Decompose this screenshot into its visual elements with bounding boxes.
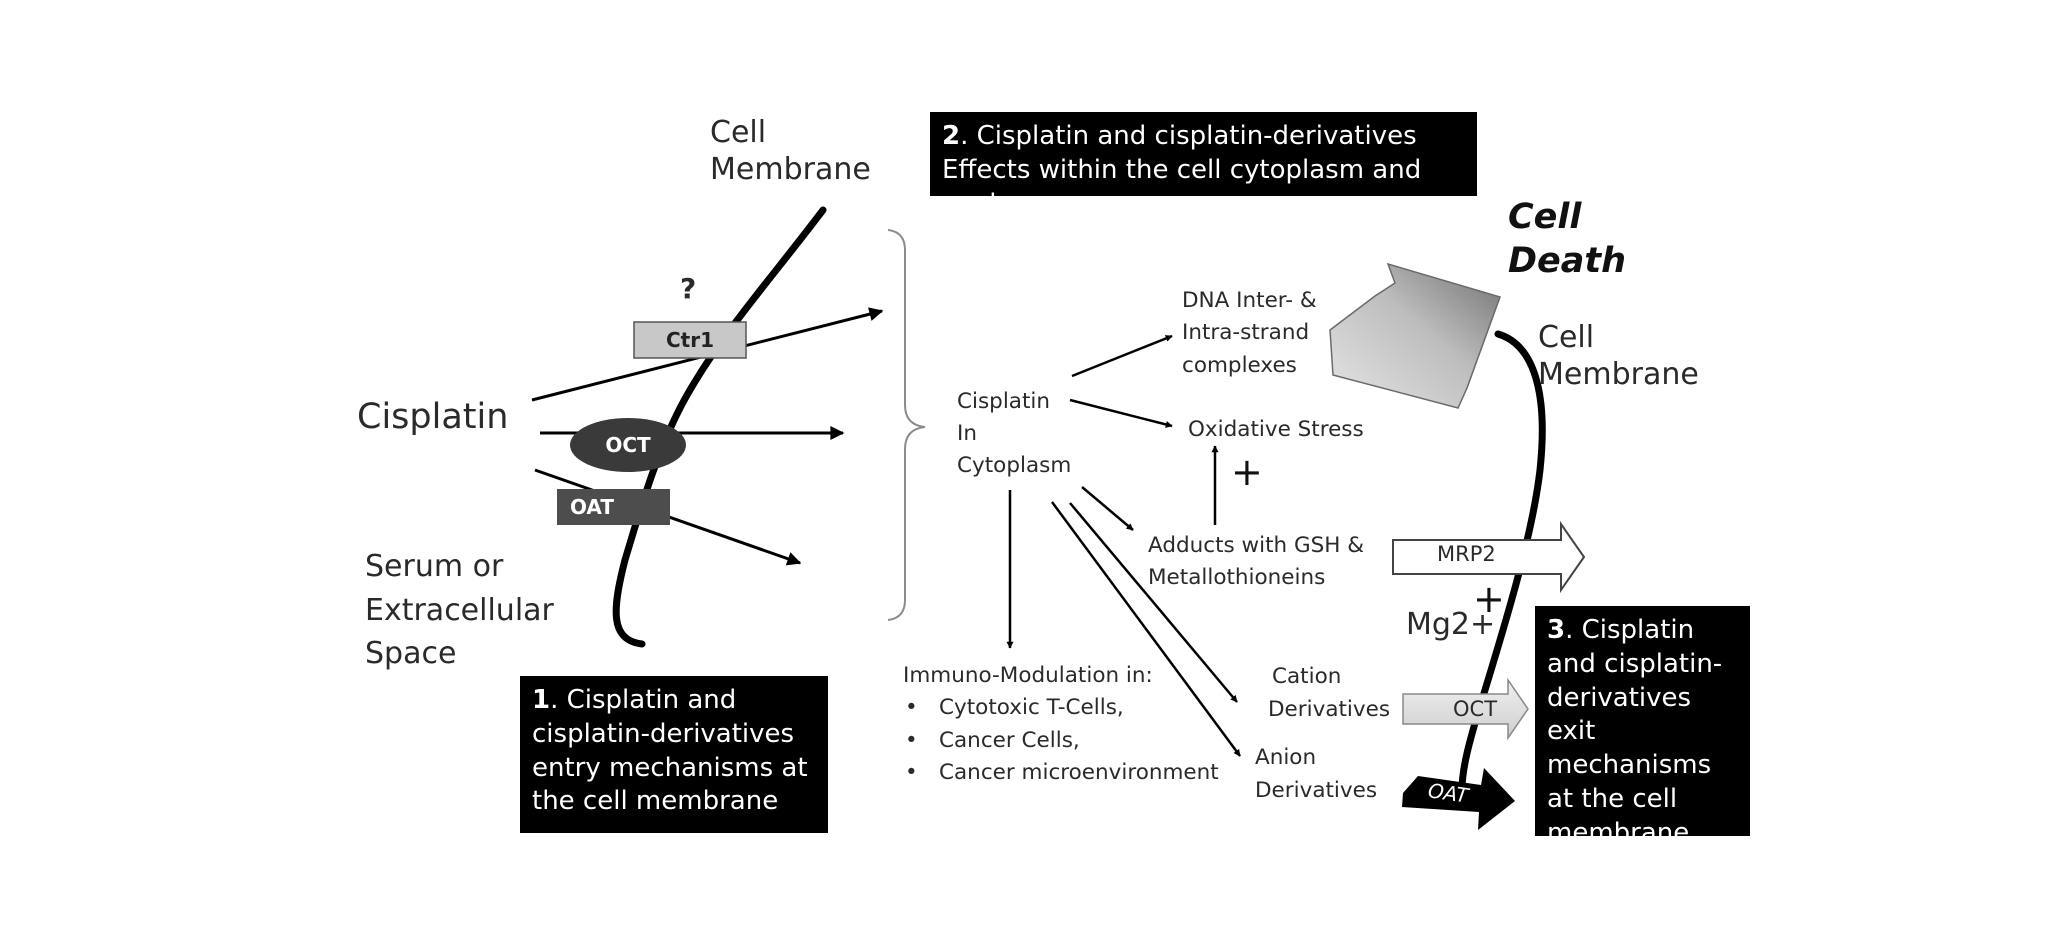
cell-membrane-right-line2: Membrane xyxy=(1538,356,1699,392)
dna-complexes-label: DNA Inter- & Intra-strand complexes xyxy=(1182,285,1317,382)
oct-exit-label: OCT xyxy=(1453,697,1498,721)
adducts-label: Adducts with GSH & Metallothioneins xyxy=(1148,530,1364,595)
dna-line1: DNA Inter- & xyxy=(1182,288,1317,313)
question-mark-label: ? xyxy=(680,272,697,305)
exit-mechanisms-box: 3. Cisplatin and cisplatin-derivatives e… xyxy=(1535,606,1750,848)
list-item: Cancer microenvironment xyxy=(903,757,1219,790)
anion-derivatives-label: Anion Derivatives xyxy=(1255,741,1377,808)
cytoplasm-line2: In xyxy=(957,420,977,446)
plus-sign-mg: + xyxy=(1473,577,1505,621)
oct-entry-label: OCT xyxy=(605,433,651,457)
cell-death-arrow xyxy=(1329,262,1501,409)
oat-entry-label: OAT xyxy=(569,495,615,519)
arrow-to-oxidative xyxy=(1069,398,1173,428)
cell-membrane-left-line1: Cell xyxy=(710,115,767,150)
immuno-modulation-label: Immuno-Modulation in: Cytotoxic T-Cells,… xyxy=(903,660,1219,789)
cell-membrane-right-line1: Cell xyxy=(1538,320,1595,355)
immuno-list: Cytotoxic T-Cells, Cancer Cells, Cancer … xyxy=(903,692,1219,789)
plus-sign-oxidative: + xyxy=(1231,450,1263,494)
dna-line3: complexes xyxy=(1182,352,1297,378)
arrow-to-dna xyxy=(1071,334,1173,378)
mg2-label: Mg2+ xyxy=(1406,607,1496,642)
mrp2-label: MRP2 xyxy=(1437,542,1496,566)
entry-box-text: . Cisplatin and cisplatin-derivatives en… xyxy=(532,685,808,817)
anion-line1: Anion xyxy=(1255,745,1317,770)
cell-death-line1: Cell xyxy=(1508,197,1582,237)
exit-box-text: . Cisplatin and cisplatin-derivatives ex… xyxy=(1547,615,1723,848)
dna-line2: Intra-strand xyxy=(1182,320,1310,346)
serum-line1: Serum or xyxy=(365,549,504,584)
serum-label: Serum or Extracellular Space xyxy=(365,545,554,676)
entry-box-number: 1 xyxy=(532,685,551,715)
effects-box-text: . Cisplatin and cisplatin-derivatives Ef… xyxy=(942,121,1422,219)
oat-entry-transporter xyxy=(557,489,670,525)
oct-exit-arrow xyxy=(1402,677,1529,741)
oct-entry-transporter xyxy=(570,418,686,472)
cell-membrane-left-line2: Membrane xyxy=(710,151,871,187)
cytoplasm-line3: Cytoplasm xyxy=(957,452,1072,478)
anion-line2: Derivatives xyxy=(1255,778,1378,804)
cell-membrane-left-label: Cell Membrane xyxy=(710,115,871,188)
arrow-to-cation xyxy=(1069,502,1238,703)
cell-death-label: Cell Death xyxy=(1508,196,1626,284)
exit-box-number: 3 xyxy=(1547,615,1566,645)
list-item: Cytotoxic T-Cells, xyxy=(903,692,1219,725)
entry-mechanisms-box: 1. Cisplatin and cisplatin-derivatives e… xyxy=(520,676,828,833)
cytoplasm-line1: Cisplatin xyxy=(957,389,1051,414)
adducts-line1: Adducts with GSH & xyxy=(1148,533,1365,558)
cell-membrane-right-label: Cell Membrane xyxy=(1538,320,1699,393)
cytoplasm-bracket xyxy=(887,229,926,621)
arrow-to-adducts xyxy=(1081,486,1134,531)
cytoplasm-effects-box: 2. Cisplatin and cisplatin-derivatives E… xyxy=(930,112,1477,219)
serum-line3: Space xyxy=(365,636,457,671)
mrp2-exit-arrow xyxy=(1392,520,1586,594)
immuno-title: Immuno-Modulation in: xyxy=(903,663,1153,688)
effects-box-number: 2 xyxy=(942,121,961,151)
cell-death-line2: Death xyxy=(1508,240,1627,281)
oxidative-stress-label: Oxidative Stress xyxy=(1188,417,1364,442)
cisplatin-label: Cisplatin xyxy=(357,397,509,437)
oat-exit-arrow xyxy=(1402,768,1515,830)
ctr1-label: Ctr1 xyxy=(665,328,715,352)
adducts-line2: Metallothioneins xyxy=(1148,565,1326,591)
serum-line2: Extracellular xyxy=(365,592,554,628)
cisplatin-in-cytoplasm-label: Cisplatin In Cytoplasm xyxy=(957,386,1071,481)
cation-line1: Cation xyxy=(1272,664,1342,689)
cation-line2: Derivatives xyxy=(1268,697,1391,723)
ctr1-transporter xyxy=(633,321,747,359)
list-item: Cancer Cells, xyxy=(903,725,1219,758)
cation-derivatives-label: Cation Derivatives xyxy=(1268,660,1390,727)
